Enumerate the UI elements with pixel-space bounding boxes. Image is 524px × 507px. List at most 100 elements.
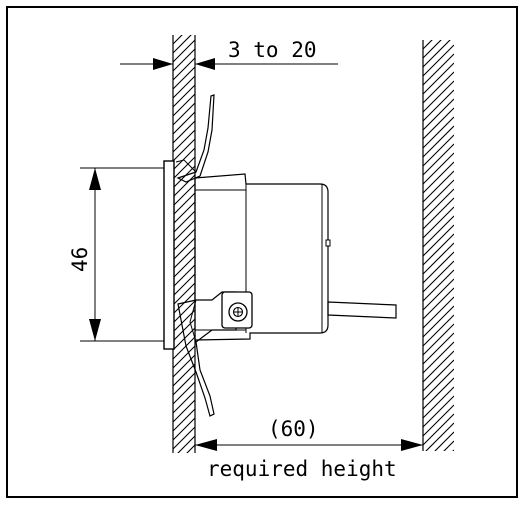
hatch-line [173,228,195,252]
hatch-line [423,116,454,149]
hatch-line [173,201,195,225]
hatch-line [173,183,195,207]
hatch-line [173,75,195,99]
hatch-line [423,40,451,68]
hatch-line [173,273,195,297]
hatch-line [423,251,454,284]
hatch-line [423,314,454,347]
hatch-line [177,435,195,453]
hatch-line [423,368,454,401]
dimension-clearance: (60) required height [195,417,423,481]
hatch-line [423,242,454,275]
hatch-line [173,138,195,162]
obstacle-wall-right [422,40,454,507]
hatch-line [173,102,195,126]
hatch-line [423,62,454,95]
upper-clip [176,94,215,183]
hatch-line [423,161,454,194]
hatch-line [423,477,454,507]
dimension-height: 46 [68,167,164,342]
hatch-line [173,66,195,90]
hatch-line [173,264,195,288]
hatch-line [423,80,454,113]
hatch-line [423,143,454,176]
outer-frame [6,6,518,498]
mounting-wall-left [172,35,196,494]
hatch-line [173,381,195,405]
hatch-line [423,278,454,311]
hatch-line [173,57,195,81]
locking-screw [221,291,253,329]
hatch-line [173,408,195,432]
front-bezel [163,160,175,350]
lower-clip [177,291,237,417]
hatch-line [173,147,195,171]
housing-body [194,173,329,341]
hatch-line [423,134,454,167]
hatch-line [173,210,195,234]
hatch-line [423,188,454,221]
hatch-line [423,459,454,490]
hatch-line [423,197,454,230]
hatch-line [423,332,454,365]
hatch-line [173,454,195,476]
hatch-line [423,260,454,293]
hatch-line [186,444,195,453]
hatch-line [173,354,195,378]
height-label: 46 [68,247,92,272]
hatch-line [423,359,454,392]
hatch-line [173,111,195,135]
clearance-caption: required height [207,457,397,481]
hatch-line [173,174,195,198]
hatch-line [434,431,454,451]
hatch-line [173,363,195,387]
hatch-line [423,386,454,419]
hatch-line [423,395,454,428]
hatch-line [443,440,454,451]
hatch-line [173,255,195,279]
hatch-line [173,192,195,216]
hatch-line [173,336,195,360]
hatch-line [173,35,192,54]
hatch-line [173,399,195,423]
hatch-line [423,296,454,329]
hatch-line [423,179,454,212]
hatch-line [423,350,454,383]
hatch-line [423,71,454,104]
hatch-line [423,377,454,410]
hatch-line [173,84,195,108]
hatch-line [173,463,195,485]
hatch-line [173,318,195,342]
hatch-line [423,40,433,50]
hatch-line [173,372,195,396]
hatch-line [425,422,454,451]
hatch-line [423,89,454,122]
hatch-line [423,323,454,356]
hatch-line [173,417,195,441]
hatch-line [423,125,454,158]
hatch-line [423,233,454,266]
hatch-line [173,93,195,117]
dimension-wall-thickness: 3 to 20 [120,38,338,70]
hatch-line [423,224,454,257]
hatch-line [173,48,195,72]
hatch-line [173,390,195,414]
hatch-line [452,449,454,451]
hatch-line [423,53,454,86]
cable [327,301,397,319]
hatch-line [173,282,195,306]
hatch-line [173,129,195,153]
hatch-line [423,287,454,320]
hatch-line [173,426,195,450]
hatch-line [173,35,174,36]
wall-thickness-label: 3 to 20 [228,38,317,62]
hatch-line [423,305,454,338]
hatch-line [173,219,195,243]
hatch-line [173,35,183,45]
hatch-line [173,309,195,333]
clearance-label: (60) [268,417,319,441]
hatch-line [423,98,454,131]
hatch-line [423,40,442,59]
hatch-line [173,472,195,494]
hatch-line [423,170,454,203]
